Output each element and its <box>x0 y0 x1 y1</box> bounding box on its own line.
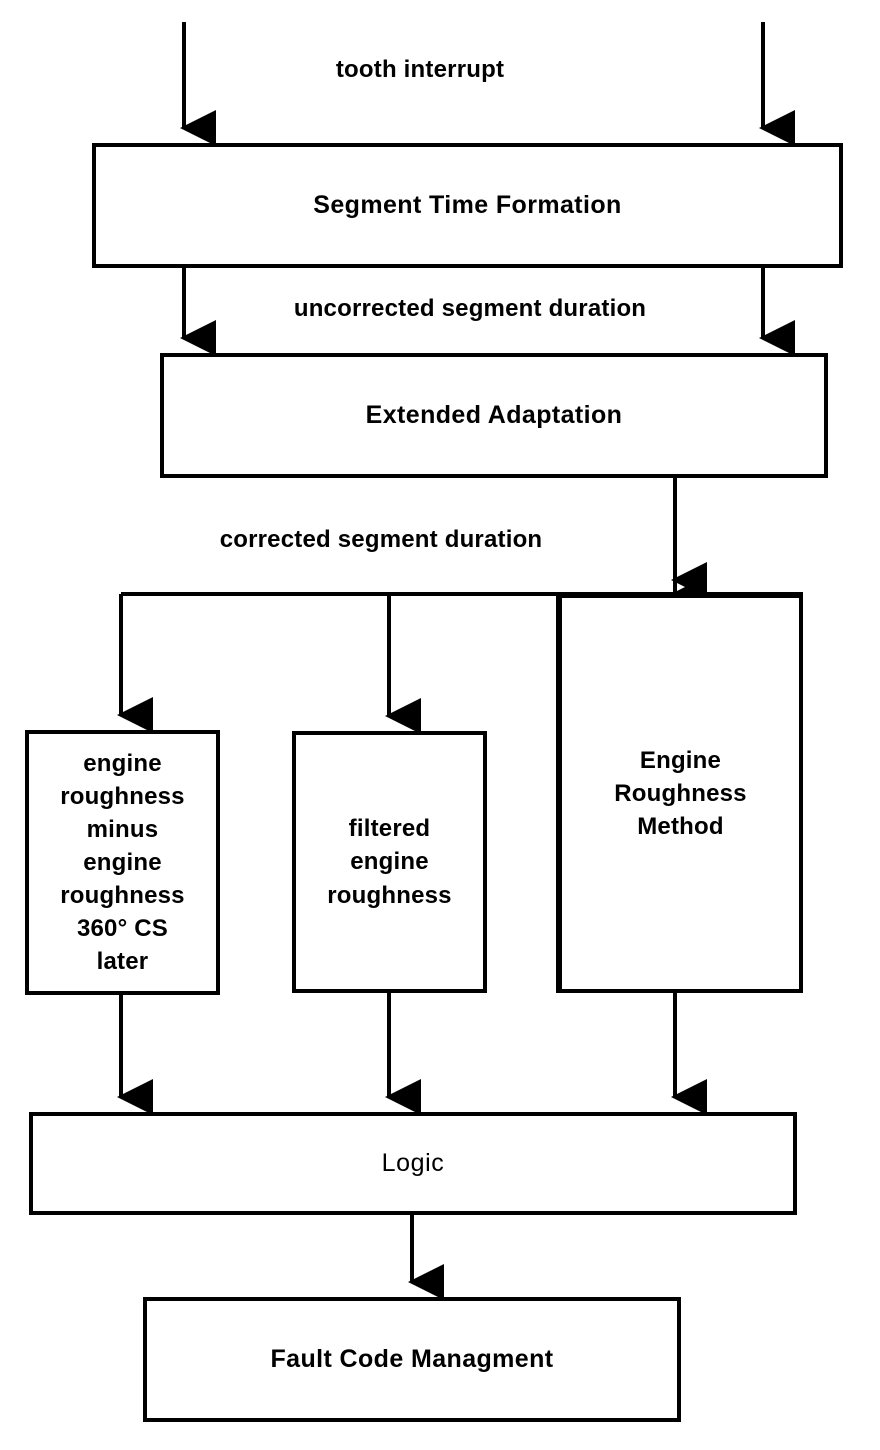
node-engine-roughness-difference[interactable]: engine roughness minus engine roughness … <box>25 730 220 995</box>
edge-label-tooth-interrupt: tooth interrupt <box>335 56 505 83</box>
edge-label-uncorrected-segment-duration: uncorrected segment duration <box>293 295 647 322</box>
node-label-segment-time-formation: Segment Time Formation <box>313 191 622 219</box>
node-engine-roughness-method[interactable]: Engine Roughness Method <box>558 594 803 993</box>
node-label-logic: Logic <box>381 1149 445 1177</box>
node-segment-time-formation[interactable]: Segment Time Formation <box>92 143 843 268</box>
node-label-filtered-engine-roughness: filtered engine roughness <box>327 815 452 909</box>
edge-label-corrected-segment-duration: corrected segment duration <box>219 526 543 553</box>
node-extended-adaptation[interactable]: Extended Adaptation <box>160 353 828 478</box>
node-logic[interactable]: Logic <box>29 1112 797 1215</box>
node-label-fault-code-management: Fault Code Managment <box>270 1345 554 1373</box>
node-label-extended-adaptation: Extended Adaptation <box>365 401 623 429</box>
node-filtered-engine-roughness[interactable]: filtered engine roughness <box>292 731 487 993</box>
node-label-engine-roughness-method: Engine Roughness Method <box>614 746 747 841</box>
node-fault-code-management[interactable]: Fault Code Managment <box>143 1297 681 1422</box>
node-label-engine-roughness-difference: engine roughness minus engine roughness … <box>60 749 185 976</box>
